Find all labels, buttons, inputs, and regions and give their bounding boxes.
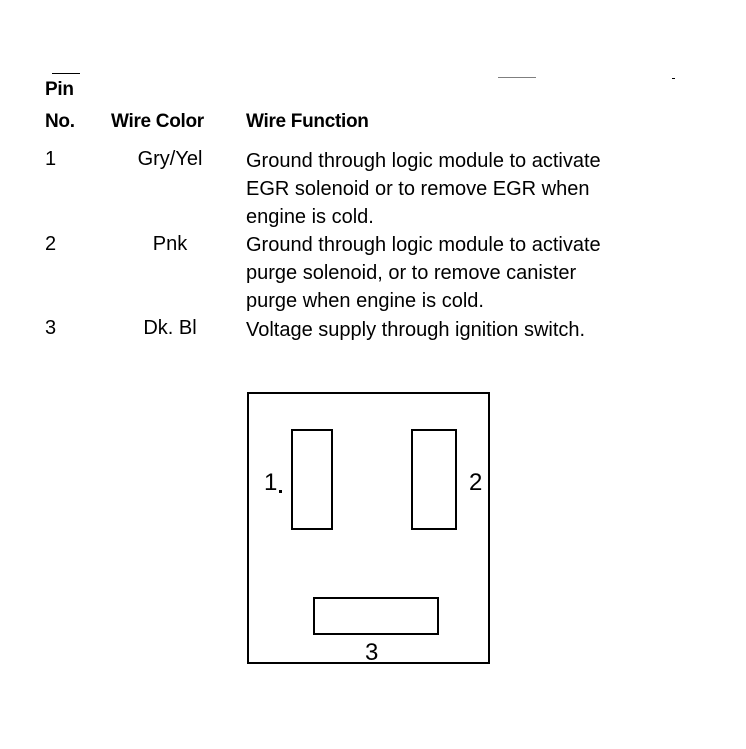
scan-speck — [498, 77, 536, 78]
table-row-3-color: Dk. Bl — [143, 317, 197, 339]
function-line: Ground through logic module to activate — [246, 150, 601, 172]
connector-pin-2-label: 2 — [469, 469, 483, 496]
function-line: Ground through logic module to activate — [246, 234, 601, 256]
connector-diagram: 1 2 3 — [247, 392, 490, 666]
table-row-1-color: Gry/Yel — [137, 148, 203, 170]
header-wire-function: Wire Function — [246, 111, 369, 132]
table-row-2-pin: 2 — [45, 233, 57, 255]
function-line: purge solenoid, or to remove canister — [246, 262, 577, 284]
table-row-2-color: Pnk — [152, 233, 188, 255]
connector-pin-1-dot — [279, 490, 282, 493]
table-row-1-function: Ground through logic module to activate … — [246, 147, 716, 231]
function-line: EGR solenoid or to remove EGR when — [246, 178, 590, 200]
header-pin-line1: Pin — [45, 79, 74, 100]
header-wire-color: Wire Color — [111, 111, 204, 132]
connector-slot-3 — [313, 597, 439, 635]
function-line: Voltage supply through ignition switch. — [246, 319, 586, 341]
function-line: purge when engine is cold. — [246, 290, 484, 312]
connector-pin-1-label: 1 — [264, 469, 278, 496]
header-pin-line2: No. — [45, 111, 75, 132]
connector-slot-2 — [411, 429, 457, 530]
scan-speck — [672, 78, 675, 79]
scan-speck — [52, 73, 80, 74]
connector-pin-3-label: 3 — [365, 639, 379, 666]
table-row-2-function: Ground through logic module to activate … — [246, 231, 716, 315]
connector-slot-1 — [291, 429, 333, 530]
table-row-1-pin: 1 — [45, 148, 57, 170]
table-row-3-function: Voltage supply through ignition switch. — [246, 316, 716, 344]
table-row-3-pin: 3 — [45, 317, 57, 339]
function-line: engine is cold. — [246, 206, 374, 228]
